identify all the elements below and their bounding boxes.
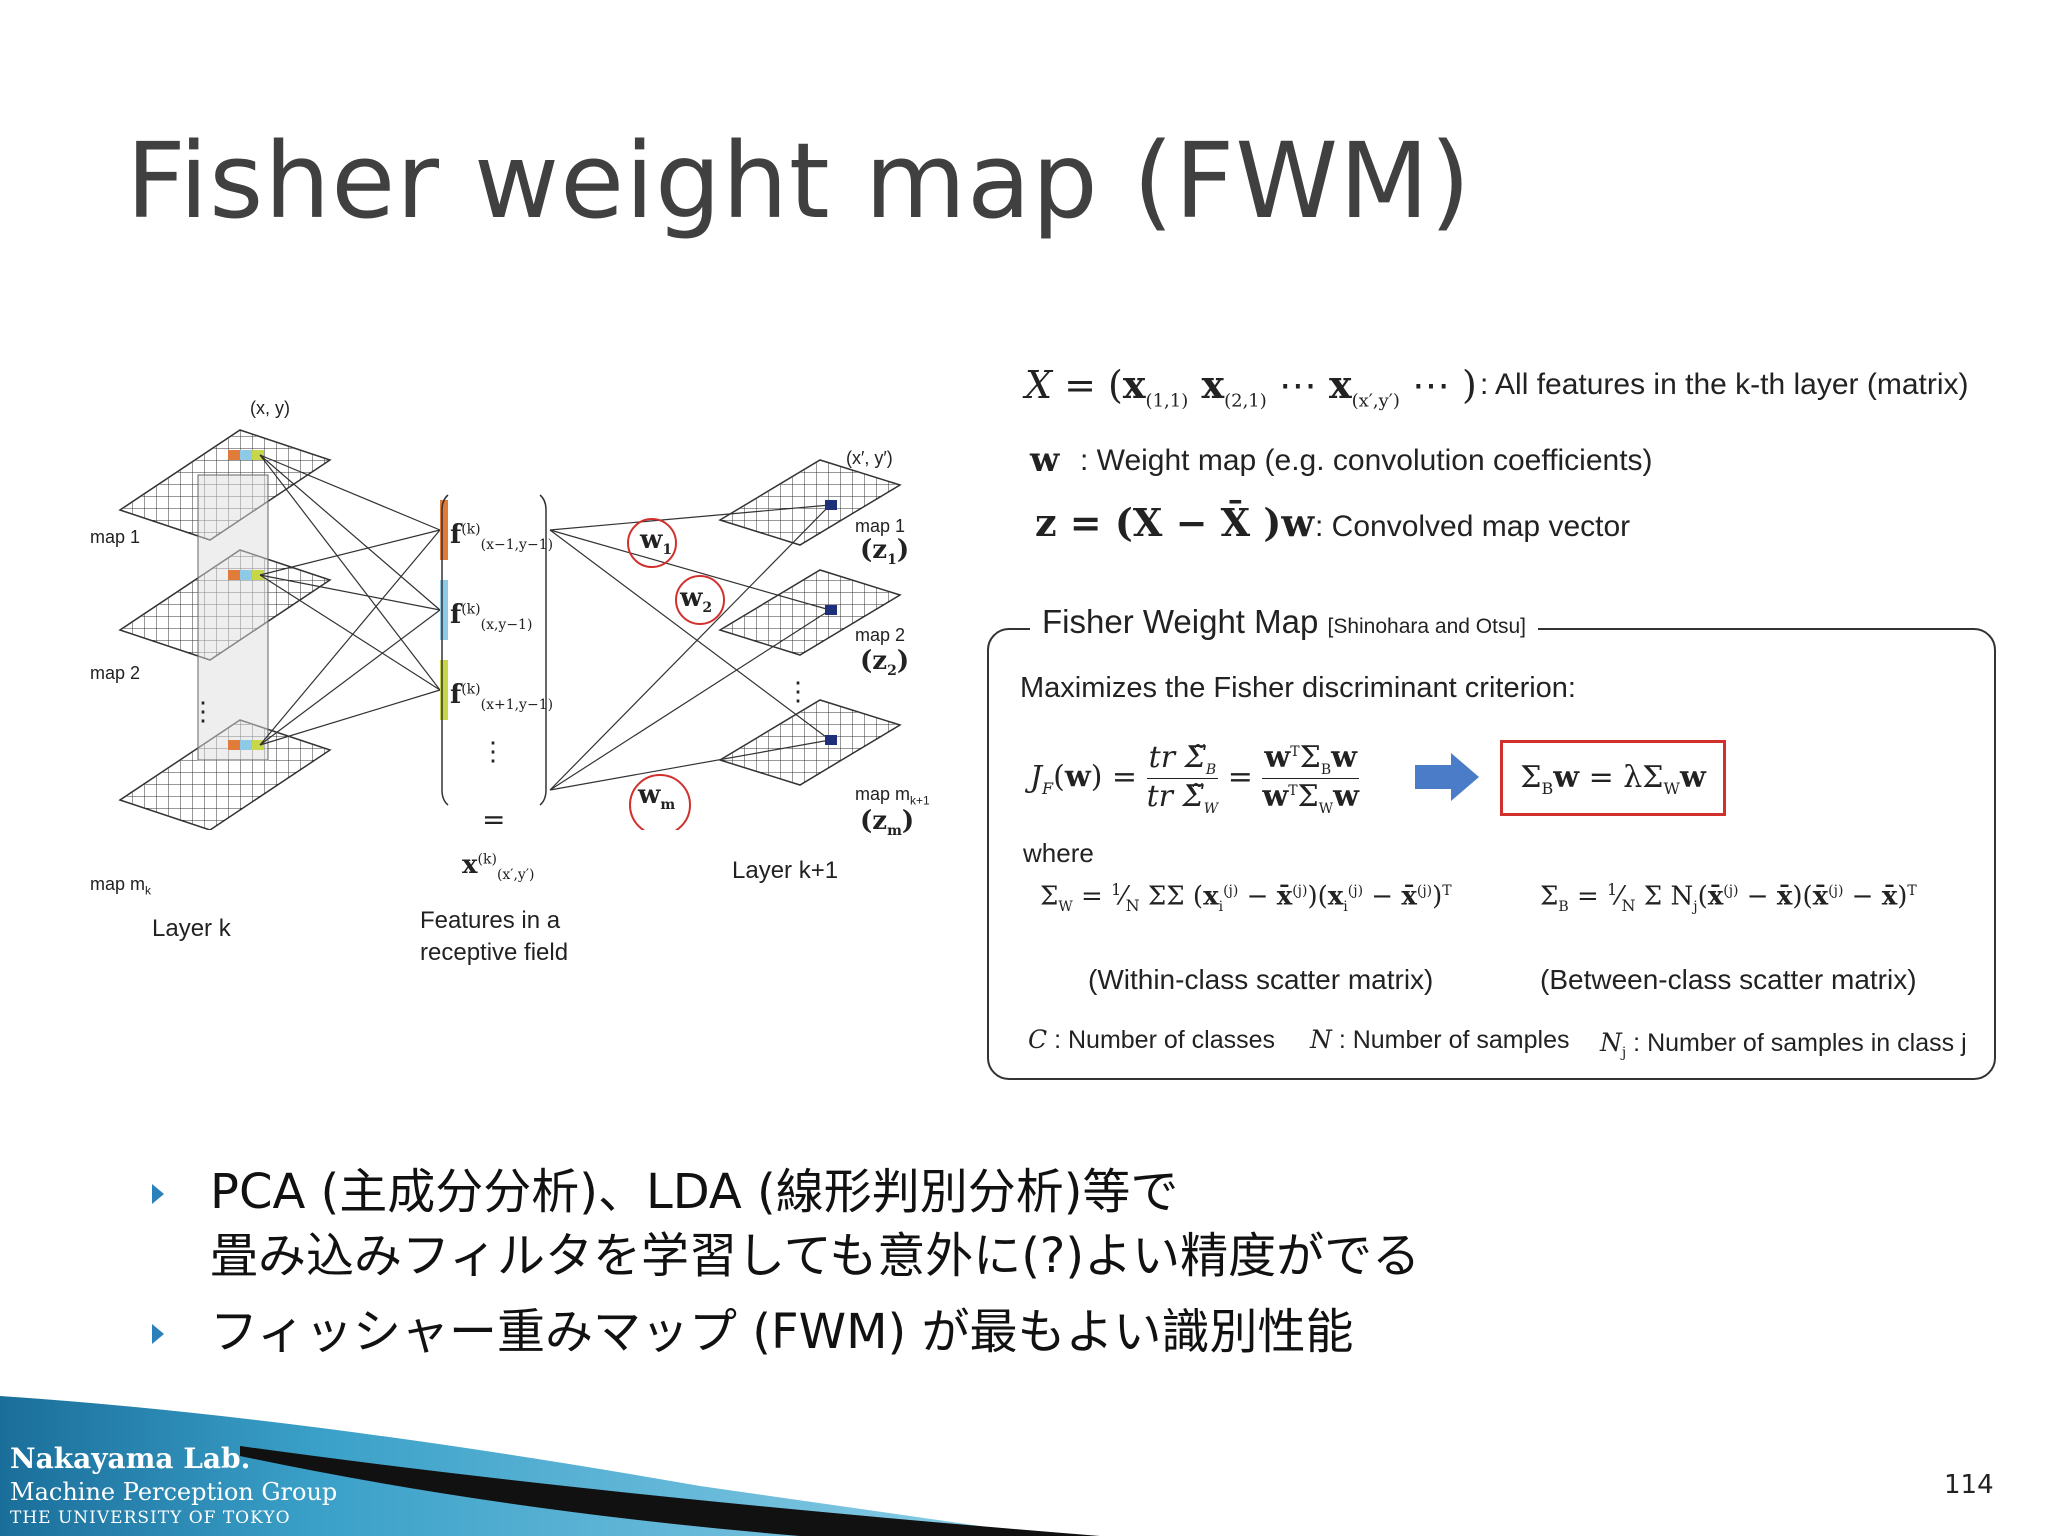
label-xy: (x, y) <box>250 398 290 418</box>
eq-x-desc: : All features in the k-th layer (matrix… <box>1480 368 1969 401</box>
feature-dots: ⋮ <box>480 736 506 766</box>
eq-z: z = (X − X̄ )w <box>1035 500 1315 545</box>
feature-f1: f(k)(x−1,y−1) <box>450 520 554 554</box>
feature-f2: f(k)(x,y−1) <box>450 600 533 634</box>
eq-w-symbol: w <box>1030 440 1060 480</box>
bullet-item-1: PCA (主成分分析)、LDA (線形判別分析)等で 畳み込みフィルタを学習して… <box>140 1160 1420 1288</box>
eq-x-def: X = (x(1,1) x(2,1) ⋯ x(x′,y′) ⋯ ) <box>1025 362 1477 412</box>
layer-k-dots: ⋮ <box>190 696 216 726</box>
label-z1: (z1) <box>860 535 910 569</box>
eq-w-desc: : Weight map (e.g. convolution coefficie… <box>1080 444 1653 477</box>
label-z2: (z2) <box>860 646 910 680</box>
footer-swoosh <box>0 1396 1100 1536</box>
feature-equals: = <box>482 803 506 836</box>
label-map-1-right: map 1 <box>855 516 906 536</box>
fisher-box-heading: Fisher Weight Map [Shinohara and Otsu] <box>1030 603 1538 641</box>
layer-k1-dots: ⋮ <box>785 676 811 706</box>
eigen-equation: ΣBw = λΣWw <box>1500 740 1726 816</box>
fisher-where: where <box>1023 838 1094 868</box>
arrow-icon <box>1415 753 1479 801</box>
label-xpyp: (x′, y′) <box>846 448 893 468</box>
n-definition: N : Number of samples <box>1310 1025 1570 1054</box>
label-w2: w2 <box>680 583 713 617</box>
slide-title: Fisher weight map (FWM) <box>126 120 1472 242</box>
label-map-mk: map mk <box>90 874 152 898</box>
fisher-criterion-text: Maximizes the Fisher discriminant criter… <box>1020 672 1576 704</box>
cnn-diagram: ⋮ ⋮ ⋮ <box>118 429 902 830</box>
within-label: (Within-class scatter matrix) <box>1088 964 1434 995</box>
within-scatter-eq: ΣW = 1⁄N ΣΣ (xi(j) − x̄(j))(xi(j) − x̄(j… <box>1040 880 1452 915</box>
bullet-list: PCA (主成分分析)、LDA (線形判別分析)等で 畳み込みフィルタを学習して… <box>140 1160 1420 1376</box>
footer-university: THE UNIVERSITY OF TOKYO <box>10 1508 291 1528</box>
layer-k-label: Layer k <box>152 915 231 942</box>
label-wmk1: wm <box>638 780 676 814</box>
eq-z-desc: : Convolved map vector <box>1315 510 1631 543</box>
layer-k1-label: Layer k+1 <box>732 857 839 884</box>
label-map-2: map 2 <box>90 663 141 683</box>
label-map-mk1-right: map mk+1 <box>855 784 930 808</box>
footer-lab-name: Nakayama Lab. <box>10 1442 251 1475</box>
between-label: (Between-class scatter matrix) <box>1540 964 1917 995</box>
bullet-item-2: フィッシャー重みマップ (FWM) が最もよい識別性能 <box>140 1300 1420 1364</box>
page-number: 114 <box>1944 1470 1994 1500</box>
bullet-arrow-icon <box>152 1184 164 1204</box>
c-definition: C : Number of classes <box>1028 1025 1276 1054</box>
label-map-2-right: map 2 <box>855 625 906 645</box>
label-w1: w1 <box>640 525 673 559</box>
between-scatter-eq: ΣB = 1⁄N Σ Nj(x̄(j) − x̄)(x̄(j) − x̄)T <box>1540 880 1917 915</box>
feature-f3: f(k)(x+1,y−1) <box>450 680 554 714</box>
label-map-1: map 1 <box>90 527 141 547</box>
nj-definition: Nj : Number of samples in class j <box>1600 1028 1967 1061</box>
bullet-arrow-icon <box>152 1324 164 1344</box>
label-zmk1: (zm) <box>860 806 915 840</box>
footer-group: Machine Perception Group <box>10 1478 338 1506</box>
feature-x: x(k)(x′,y′) <box>462 850 535 884</box>
